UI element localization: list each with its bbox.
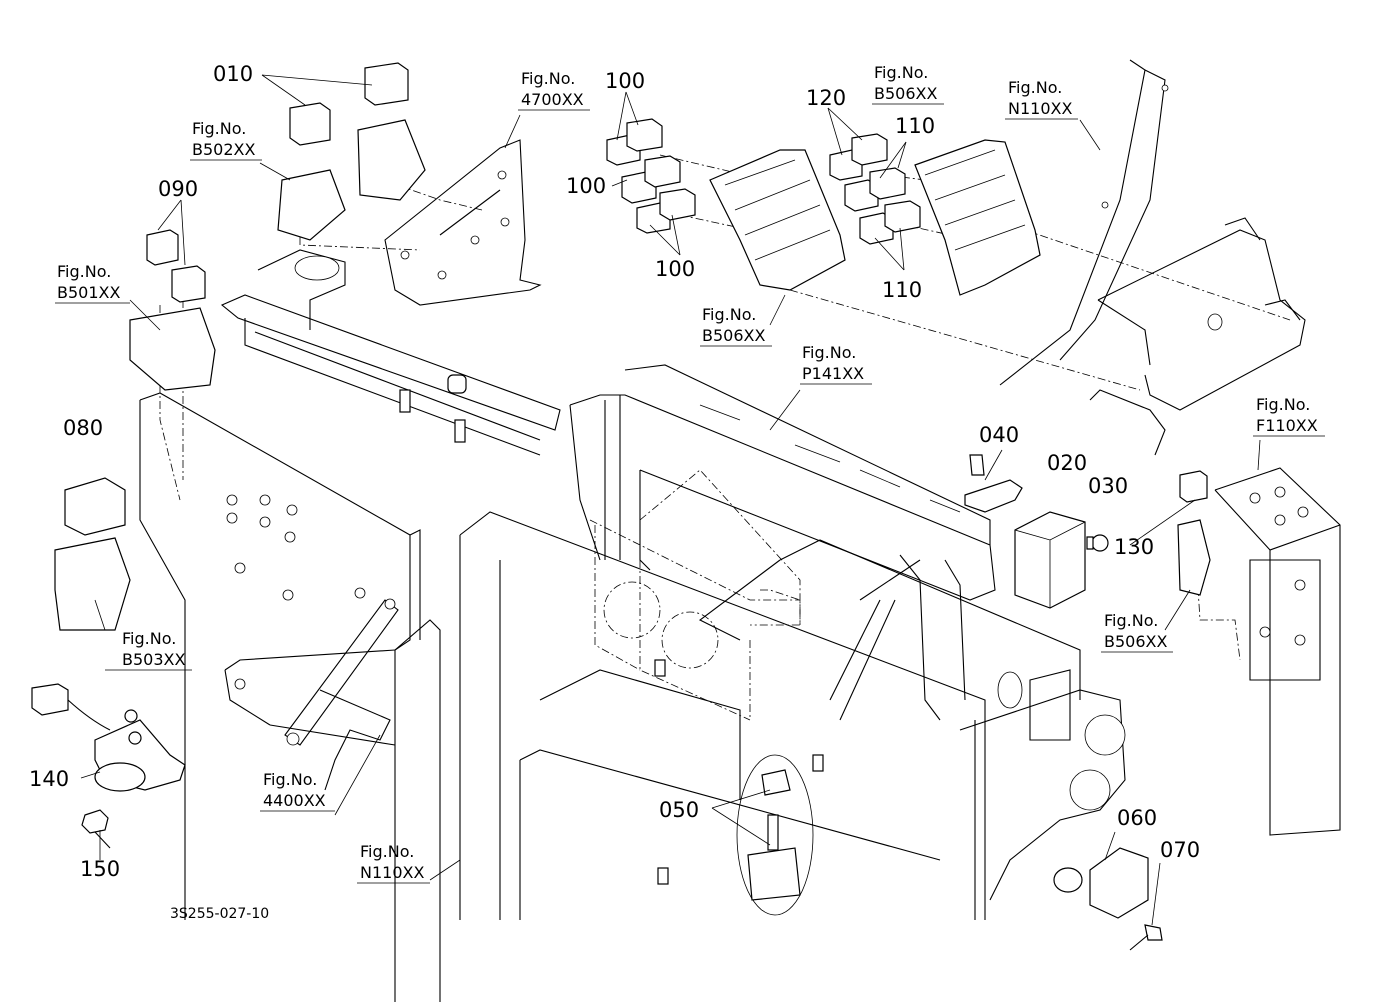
svg-text:Fig.No.: Fig.No. [874, 63, 928, 82]
label-110-top: 110 [895, 114, 935, 138]
svg-text:Fig.No.: Fig.No. [1008, 78, 1062, 97]
svg-text:Fig.No.: Fig.No. [263, 770, 317, 789]
label-090: 090 [158, 177, 198, 201]
fig-ref-4400: Fig.No. 4400XX [260, 770, 335, 812]
svg-text:Fig.No.: Fig.No. [702, 305, 756, 324]
fig-ref-b506-top: Fig.No. B506XX [872, 63, 944, 105]
label-060: 060 [1117, 806, 1157, 830]
svg-text:N110XX: N110XX [1008, 99, 1072, 118]
svg-text:4400XX: 4400XX [263, 791, 326, 810]
drawing-code: 3S255-027-10 [170, 906, 269, 922]
fig-ref-n110-bottom: Fig.No. N110XX [357, 842, 430, 884]
label-100-middle: 100 [566, 174, 606, 198]
svg-text:Fig.No.: Fig.No. [1256, 395, 1310, 414]
label-020: 020 [1047, 451, 1087, 475]
svg-text:Fig.No.: Fig.No. [521, 69, 575, 88]
svg-text:F110XX: F110XX [1256, 416, 1318, 435]
svg-text:B501XX: B501XX [57, 283, 120, 302]
label-leaders [80, 74, 1261, 926]
svg-text:N110XX: N110XX [360, 863, 424, 882]
fig-ref-b503: Fig.No. B503XX [105, 629, 192, 671]
svg-text:Fig.No.: Fig.No. [802, 343, 856, 362]
label-080: 080 [63, 416, 103, 440]
svg-text:B502XX: B502XX [192, 140, 255, 159]
svg-text:B506XX: B506XX [702, 326, 765, 345]
fig-ref-f110: Fig.No. F110XX [1253, 395, 1325, 437]
fig-ref-n110-top: Fig.No. N110XX [1005, 78, 1078, 120]
fig-ref-4700: Fig.No. 4700XX [518, 69, 590, 111]
fig-references: Fig.No. B502XX Fig.No. 4700XX Fig.No. B5… [55, 63, 1325, 884]
label-150: 150 [80, 857, 120, 881]
label-140: 140 [29, 767, 69, 791]
parts [31, 62, 1211, 951]
label-050: 050 [659, 798, 699, 822]
label-130: 130 [1114, 535, 1154, 559]
fig-ref-b506-middle: Fig.No. B506XX [700, 305, 772, 347]
svg-text:Fig.No.: Fig.No. [1104, 611, 1158, 630]
label-040: 040 [979, 423, 1019, 447]
label-070: 070 [1160, 838, 1200, 862]
svg-text:B506XX: B506XX [874, 84, 937, 103]
label-010: 010 [213, 62, 253, 86]
svg-text:Fig.No.: Fig.No. [57, 262, 111, 281]
frame-structure [139, 59, 1341, 1002]
svg-text:Fig.No.: Fig.No. [122, 629, 176, 648]
label-100-top: 100 [605, 69, 645, 93]
svg-text:4700XX: 4700XX [521, 90, 584, 109]
label-030: 030 [1088, 474, 1128, 498]
svg-text:B503XX: B503XX [122, 650, 185, 669]
fig-ref-b502: Fig.No. B502XX [190, 119, 262, 161]
label-110-bottom: 110 [882, 278, 922, 302]
fig-ref-p141: Fig.No. P141XX [800, 343, 872, 385]
fig-ref-b501: Fig.No. B501XX [55, 262, 130, 304]
part-labels: 010 090 100 100 100 120 110 110 080 040 … [29, 62, 1200, 881]
fig-ref-b506-right: Fig.No. B506XX [1101, 611, 1173, 653]
svg-text:B506XX: B506XX [1104, 632, 1167, 651]
label-120: 120 [806, 86, 846, 110]
svg-text:Fig.No.: Fig.No. [360, 842, 414, 861]
label-100-bottom: 100 [655, 257, 695, 281]
svg-text:Fig.No.: Fig.No. [192, 119, 246, 138]
svg-text:P141XX: P141XX [802, 364, 864, 383]
